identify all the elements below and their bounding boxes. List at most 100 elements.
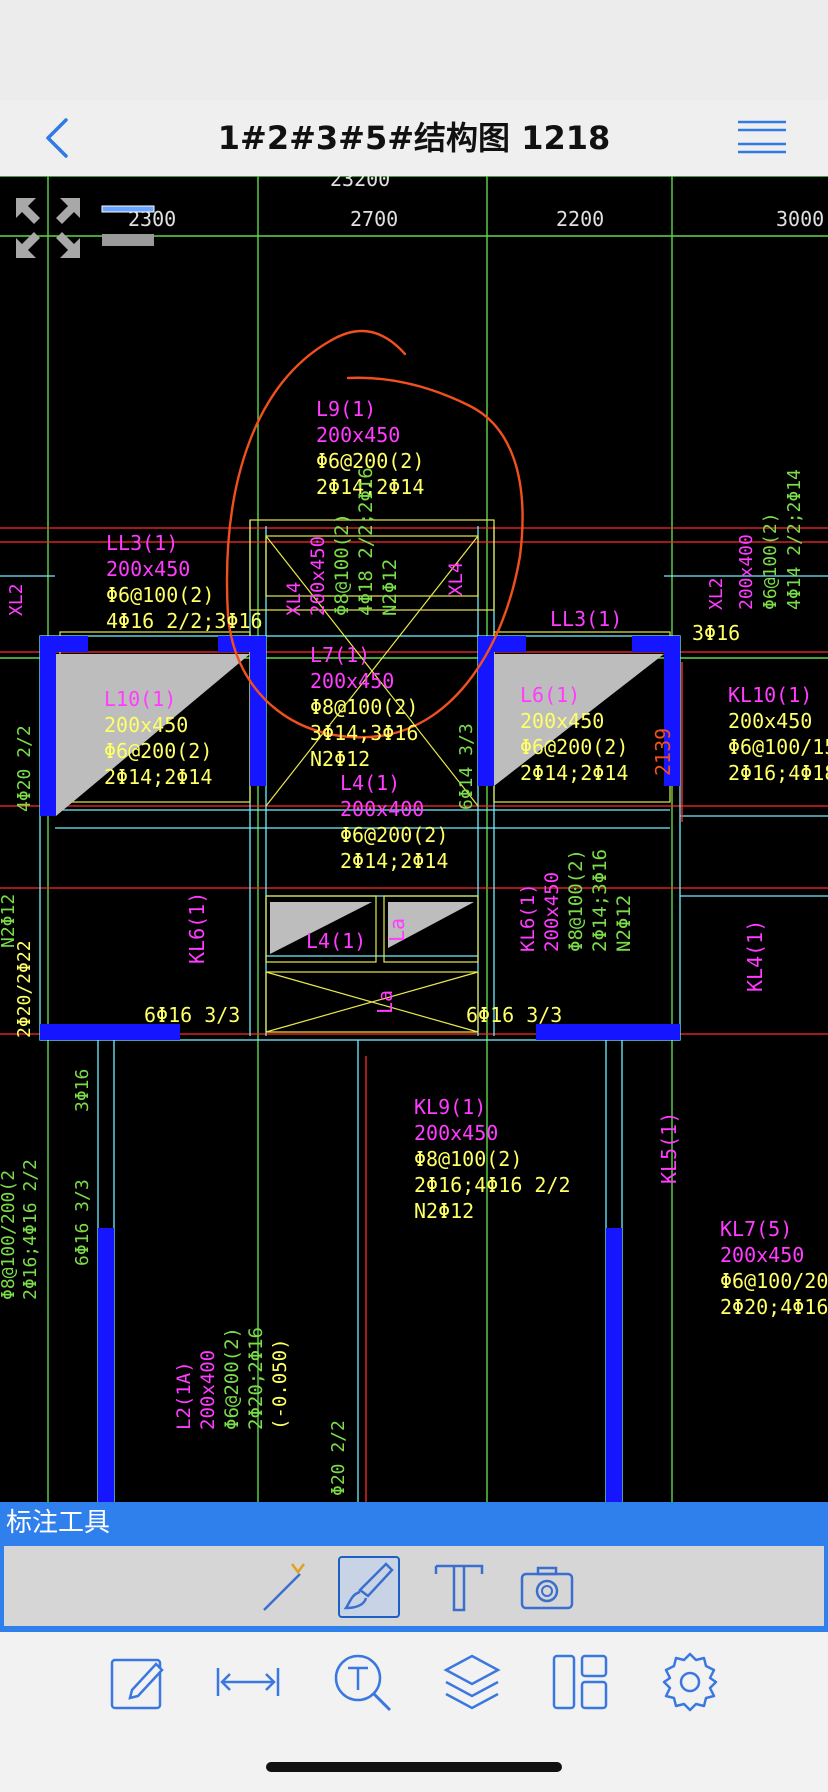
label-l4a-0: L4(1) [340, 771, 400, 795]
expand-icon [16, 198, 80, 258]
label-left2020: 2Φ20/2Φ22 [14, 940, 35, 1038]
label-l7-4: N2Φ12 [310, 747, 370, 771]
layers-button[interactable] [440, 1650, 504, 1714]
label-ll3a-1: 200x450 [106, 557, 190, 581]
edit-icon [110, 1658, 164, 1710]
label-kl7-3: 2Φ20;4Φ16 [720, 1295, 828, 1319]
layout-button[interactable] [548, 1650, 612, 1714]
label-xl2r-1: 200x400 [736, 534, 757, 610]
hand-drawn-annotation [225, 329, 524, 739]
label-l2-3: 2Φ20;2Φ16 [245, 1327, 267, 1430]
label-kl7-1: 200x450 [720, 1243, 804, 1267]
columns [40, 636, 680, 1502]
label-kl10-2: Φ6@100/15 [728, 735, 828, 759]
dim-top: 23200 [330, 176, 390, 191]
chevron-left-icon [46, 118, 68, 158]
label-l4b: L4(1) [306, 929, 366, 953]
cad-drawing[interactable]: 23200 2300 2700 2200 3000 L9(1) 200x450 … [0, 176, 828, 1502]
label-l10-0: L10(1) [104, 687, 176, 711]
cad-drawing-canvas[interactable]: 23200 2300 2700 2200 3000 L9(1) 200x450 … [0, 176, 828, 1502]
text-tool-button[interactable] [428, 1556, 490, 1618]
markup-tools-title: 标注工具 [0, 1502, 828, 1544]
label-kl6b-1: 200x450 [541, 872, 563, 952]
label-l10-1: 200x450 [104, 713, 188, 737]
label-l2-4: (-0.050) [269, 1338, 291, 1430]
zoom-indicator[interactable] [100, 204, 156, 250]
label-dim-2139: 2139 [651, 728, 675, 776]
dim-4: 3000 [776, 207, 824, 231]
label-l3phi16: 3Φ16 [72, 1069, 93, 1112]
label-ll3a-3: 4Φ16 2/2;3Φ16 [106, 609, 263, 633]
label-l7-1: 200x450 [310, 669, 394, 693]
label-l9-0: L9(1) [316, 397, 376, 421]
label-phi16b: 6Φ16 3/3 [466, 1003, 562, 1027]
label-kl9-3: 2Φ16;4Φ16 2/2 [414, 1173, 571, 1197]
label-l4a-1: 200x400 [340, 797, 424, 821]
label-l7-3: 3Φ14;3Φ16 [310, 721, 418, 745]
label-kl9-0: KL9(1) [414, 1095, 486, 1119]
brush-tool-icon [343, 1562, 394, 1610]
label-l10-3: 2Φ14;2Φ14 [104, 765, 212, 789]
label-phi16a: 6Φ16 3/3 [144, 1003, 240, 1027]
label-l9-2: Φ6@200(2) [316, 449, 424, 473]
label-kl6b-2: Φ8@100(2) [565, 849, 587, 952]
label-kl6a: KL6(1) [185, 892, 209, 964]
markup-tools-panel [0, 1544, 828, 1632]
label-l4a-3: 2Φ14;2Φ14 [340, 849, 448, 873]
label-leftlow-1: 2Φ16;4Φ16 2/2 [20, 1159, 41, 1300]
hamburger-icon [738, 120, 786, 154]
label-la2: La [373, 990, 397, 1014]
text-tool-icon [434, 1564, 484, 1612]
openings [56, 654, 664, 954]
camera-button[interactable] [516, 1556, 578, 1618]
label-kl5: KL5(1) [657, 1112, 681, 1184]
label-l2-1: 200x400 [197, 1350, 219, 1430]
text-search-icon [334, 1654, 392, 1712]
label-xl4b: XL4 [445, 562, 467, 596]
label-xl4a-0: XL4 [283, 582, 305, 616]
layers-icon [443, 1654, 501, 1710]
text-search-button[interactable] [330, 1650, 394, 1714]
label-l9-3: 2Φ14;2Φ14 [316, 475, 424, 499]
label-kl9-2: Φ8@100(2) [414, 1147, 522, 1171]
measure-button[interactable] [216, 1650, 280, 1714]
label-kl7-2: Φ6@100/200 [720, 1269, 828, 1293]
camera-icon [520, 1566, 574, 1610]
back-button[interactable] [36, 110, 86, 166]
label-kl6b-0: KL6(1) [517, 883, 539, 952]
label-r3phi16: 3Φ16 [692, 621, 740, 645]
measure-icon [216, 1668, 280, 1696]
label-l4a-2: Φ6@200(2) [340, 823, 448, 847]
page-title: 1#2#3#5#结构图 1218 [217, 119, 611, 157]
label-kl6b-4: N2Φ12 [613, 895, 635, 952]
label-b2: Φ20 2/2 [328, 1420, 349, 1496]
label-xl4a-2: Φ8@100(2) [331, 513, 353, 616]
line-tool-icon [263, 1563, 305, 1611]
status-bar [0, 0, 828, 100]
label-xl4a-4: N2Φ12 [379, 559, 401, 616]
brush-tool-button[interactable] [338, 1556, 400, 1618]
label-l2-2: Φ6@200(2) [221, 1327, 243, 1430]
label-xl2r-3: 4Φ14 2/2;2Φ14 [784, 469, 805, 610]
dim-2: 2700 [350, 207, 398, 231]
nav-bar: 1#2#3#5#结构图 1218 [0, 100, 828, 177]
label-ll3b: LL3(1) [550, 607, 622, 631]
settings-button[interactable] [658, 1650, 722, 1714]
fullscreen-button[interactable] [14, 196, 82, 260]
zoom-bars-icon [101, 205, 155, 246]
label-xl4a-3: 4Φ18 2/2;2Φ16 [355, 467, 377, 616]
label-xl2r-0: XL2 [706, 577, 727, 610]
label-xl4a-1: 200x450 [307, 536, 329, 616]
label-l6-2: Φ6@200(2) [520, 735, 628, 759]
edit-button[interactable] [106, 1650, 170, 1714]
label-leftlow-0: Φ8@100/200(2 [0, 1170, 19, 1300]
line-tool-button[interactable] [256, 1556, 318, 1618]
label-kl10-0: KL10(1) [728, 683, 812, 707]
label-kl10-1: 200x450 [728, 709, 812, 733]
label-kl10-3: 2Φ16;4Φ18 [728, 761, 828, 785]
settings-icon [662, 1652, 718, 1712]
label-l6-1: 200x450 [520, 709, 604, 733]
layout-icon [552, 1654, 608, 1710]
dim-3: 2200 [556, 207, 604, 231]
menu-button[interactable] [736, 112, 788, 164]
